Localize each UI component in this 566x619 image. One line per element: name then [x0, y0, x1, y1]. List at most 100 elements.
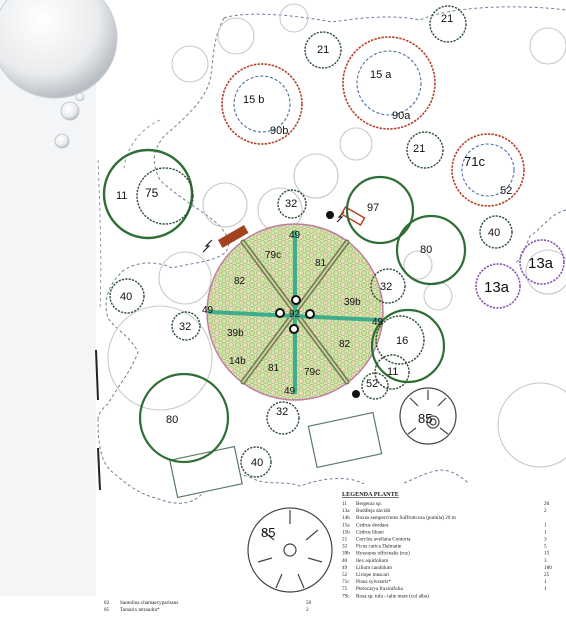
label-32: 32	[276, 406, 288, 418]
legend-plant-name: Rosa sp. tufa - talie mare (cul alba)	[356, 592, 429, 599]
legend-plant-name: Buxus sempervirens Suffruticosa (pumila)…	[356, 514, 456, 521]
legend-plant-name: Corylus avellana Contorta	[356, 537, 411, 543]
label-85: 85	[418, 411, 432, 426]
legend-code: 75	[342, 586, 348, 592]
bed-label-81: 81	[315, 258, 327, 269]
label-52: 52	[500, 185, 512, 197]
legend-code: 71c	[342, 579, 350, 585]
lily-rows	[208, 230, 382, 394]
legend-code: 15b	[342, 529, 350, 535]
legend-quantity: 1	[544, 529, 547, 535]
legend-quantity: 2	[306, 607, 309, 613]
bed-label-82: 82	[234, 276, 246, 287]
bed-label-92: 92	[289, 309, 301, 320]
label-40: 40	[251, 457, 263, 469]
legend-quantity: 1	[544, 579, 547, 585]
legend-code: 39b	[342, 551, 350, 557]
legend-code: 13a	[342, 508, 350, 514]
label-16: 16	[396, 335, 408, 347]
legend-quantity: 15	[544, 551, 550, 557]
legend-plant-name: Santolina chamaecyparissus	[120, 600, 178, 606]
existing-plant-outlines	[107, 3, 566, 468]
legend-quantity: 25	[544, 572, 550, 578]
legend-quantity: 3	[544, 537, 547, 543]
shrubs	[109, 5, 513, 478]
legend-plant-name: Cedrus deodara	[356, 522, 389, 528]
label-52: 52	[366, 378, 378, 390]
bed-label-79c: 79c	[265, 250, 281, 261]
water-drop-decoration	[0, 0, 118, 149]
legend-quantity: 1	[544, 522, 547, 528]
legend-plant-name: Tamarix tetrandra*	[120, 607, 160, 613]
bed-label-49: 49	[289, 230, 301, 241]
legend-quantity: 1	[544, 586, 547, 592]
legend-left-rows: 82 Santolina chamaecyparissus 50 85 Tamarix …	[104, 600, 312, 613]
legend-plant-name: Pterocarya fraxinifolia	[356, 585, 404, 592]
buddleja-shrubs	[475, 239, 565, 309]
label-40: 40	[488, 227, 500, 239]
bed-label-39b: 39b	[227, 328, 244, 339]
label-85: 85	[261, 525, 275, 540]
bed-label-49: 49	[284, 386, 296, 397]
legend-code: 14b	[342, 515, 350, 521]
legend-code: 32	[342, 544, 348, 550]
label-11: 11	[387, 366, 398, 378]
label-75: 75	[145, 186, 159, 200]
label-90a: 90a	[392, 110, 411, 122]
label-11: 11	[116, 190, 127, 202]
legend-code: 52	[342, 572, 348, 578]
label-21: 21	[441, 13, 453, 25]
label-71c: 71c	[464, 154, 485, 169]
label-21: 21	[413, 143, 425, 155]
conifers	[221, 36, 525, 207]
label-15b: 15 b	[243, 94, 264, 106]
legend-code: 15a	[342, 522, 350, 528]
site-boundary	[97, 6, 566, 512]
central-circular-bed	[206, 223, 384, 401]
bench	[218, 225, 249, 248]
legend-quantity: 5	[544, 544, 547, 550]
legend-quantity: 3	[544, 558, 547, 564]
trees	[102, 148, 467, 464]
label-21: 21	[317, 44, 329, 56]
legend-title: LEGENDA PLANTE	[342, 491, 399, 498]
label-90b: 90b	[270, 125, 288, 137]
legend-quantity: 180	[544, 565, 552, 571]
label-32: 32	[285, 198, 297, 210]
legend-code: 82	[104, 600, 110, 606]
legend-code: 85	[104, 607, 110, 613]
legend-plant-name: Pinus sylvestris*	[356, 579, 391, 585]
label-32: 32	[179, 321, 191, 333]
bed-label-49: 49	[202, 305, 214, 316]
label-97: 97	[367, 202, 379, 214]
legend-plant-name: Cedrus libani	[356, 529, 384, 535]
legend-code: 21	[342, 537, 348, 543]
bed-label-82: 82	[339, 339, 351, 350]
legend-code: 11	[342, 501, 347, 507]
legend-code: 49	[342, 565, 348, 571]
legend-code: 79c	[342, 593, 350, 599]
legend-plant-name: Lilium candidum	[356, 565, 392, 571]
bed-label-39b: 39b	[344, 297, 361, 308]
legend-plant-name: Hyssopus officinalis (roz)	[356, 550, 410, 557]
legend-code: 40	[342, 558, 348, 564]
label-15a: 15 a	[370, 69, 392, 81]
label-13a: 13a	[528, 255, 554, 272]
legend-quantity: 50	[306, 600, 312, 606]
label-40: 40	[120, 291, 132, 303]
legend-plant-name: Bergenia sp.	[356, 501, 382, 507]
lamp-symbol	[202, 239, 213, 253]
label-13a: 13a	[484, 279, 510, 296]
legend-plant-name: Liriope muscari	[356, 572, 390, 578]
bed-label-14b: 14b	[229, 356, 246, 367]
legend-quantity: 2	[544, 508, 547, 514]
bed-label-79c: 79c	[304, 367, 320, 378]
stepping-slabs	[169, 411, 383, 499]
bed-label-49: 49	[372, 317, 384, 328]
label-80: 80	[166, 414, 178, 426]
legend-plant-name: Ficus carica Dalmatie	[356, 544, 402, 550]
bed-label-81: 81	[268, 363, 280, 374]
label-80: 80	[420, 244, 432, 256]
label-32: 32	[380, 281, 392, 293]
